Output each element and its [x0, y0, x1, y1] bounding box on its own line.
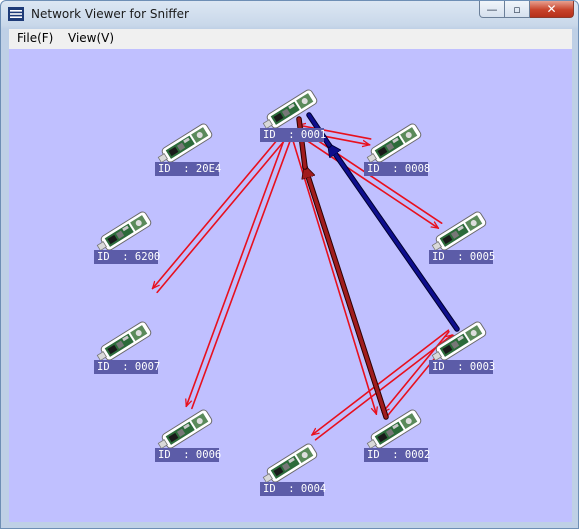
- node-label: ID : 0007: [94, 360, 160, 374]
- link-0001-to-0002: [290, 132, 377, 415]
- node-label: ID : 0006: [155, 448, 221, 462]
- link-0003-to-0001: [329, 145, 459, 331]
- minimize-button[interactable]: —: [479, 1, 505, 18]
- node-label: ID : 6200: [94, 250, 160, 264]
- sensor-device-icon: [262, 89, 318, 129]
- sensor-device-icon: [96, 211, 152, 251]
- sensor-device-icon: [157, 409, 213, 449]
- title-bar[interactable]: Network Viewer for Sniffer — ▫ ✕: [1, 1, 578, 27]
- menu-view[interactable]: View(V): [68, 31, 115, 45]
- link-0003-to-0004: [312, 329, 450, 435]
- menu-bar: File(F) View(V): [9, 29, 572, 50]
- link-0001-to-0005: [294, 132, 438, 228]
- network-viewer-icon: [8, 7, 24, 21]
- node-0004[interactable]: ID : 0004: [260, 443, 326, 503]
- node-label: ID : 0004: [260, 482, 326, 496]
- node-0001[interactable]: ID : 0001: [260, 89, 326, 149]
- link-0001-to-0007: [153, 128, 287, 289]
- node-6200[interactable]: ID : 6200: [94, 211, 160, 271]
- maximize-icon: ▫: [513, 2, 521, 16]
- link-0001-to-0006: [186, 130, 288, 407]
- window-controls: — ▫ ✕: [479, 1, 574, 19]
- sensor-device-icon: [431, 321, 487, 361]
- node-label: ID : 0002: [364, 448, 430, 462]
- node-0002[interactable]: ID : 0002: [364, 409, 430, 469]
- link-0007-to-0001: [156, 134, 290, 294]
- link-0008-to-0001: [298, 125, 372, 140]
- node-0007[interactable]: ID : 0007: [94, 321, 160, 381]
- node-label: ID : 0008: [364, 162, 430, 176]
- sensor-device-icon: [262, 443, 318, 483]
- menu-file[interactable]: File(F): [17, 31, 54, 45]
- link-0002-to-0001: [305, 167, 388, 419]
- close-icon: ✕: [546, 2, 557, 16]
- minimize-icon: —: [486, 2, 498, 16]
- sensor-device-icon: [366, 123, 422, 163]
- node-0008[interactable]: ID : 0008: [364, 123, 430, 183]
- node-label: ID : 0003: [429, 360, 495, 374]
- node-label: ID : 20E4: [155, 162, 221, 176]
- link-0003-to-0002: [382, 330, 450, 413]
- close-button[interactable]: ✕: [530, 1, 574, 18]
- link-0004-to-0003: [314, 335, 452, 441]
- sensor-device-icon: [96, 321, 152, 361]
- network-canvas[interactable]: ID : 0001 ID : 20E4 ID : 0008 ID : 6200 ID :…: [9, 49, 572, 522]
- sensor-device-icon: [157, 123, 213, 163]
- maximize-button[interactable]: ▫: [505, 1, 530, 18]
- link-0001-red-stub: [297, 117, 307, 169]
- node-label: ID : 0001: [260, 128, 326, 142]
- node-0005[interactable]: ID : 0005: [429, 211, 495, 271]
- sensor-device-icon: [366, 409, 422, 449]
- node-label: ID : 0005: [429, 250, 495, 264]
- sensor-device-icon: [431, 211, 487, 251]
- node-20E4[interactable]: ID : 20E4: [155, 123, 221, 183]
- window-title: Network Viewer for Sniffer: [31, 7, 189, 21]
- node-0003[interactable]: ID : 0003: [429, 321, 495, 381]
- link-0006-to-0001: [191, 134, 293, 410]
- node-0006[interactable]: ID : 0006: [155, 409, 221, 469]
